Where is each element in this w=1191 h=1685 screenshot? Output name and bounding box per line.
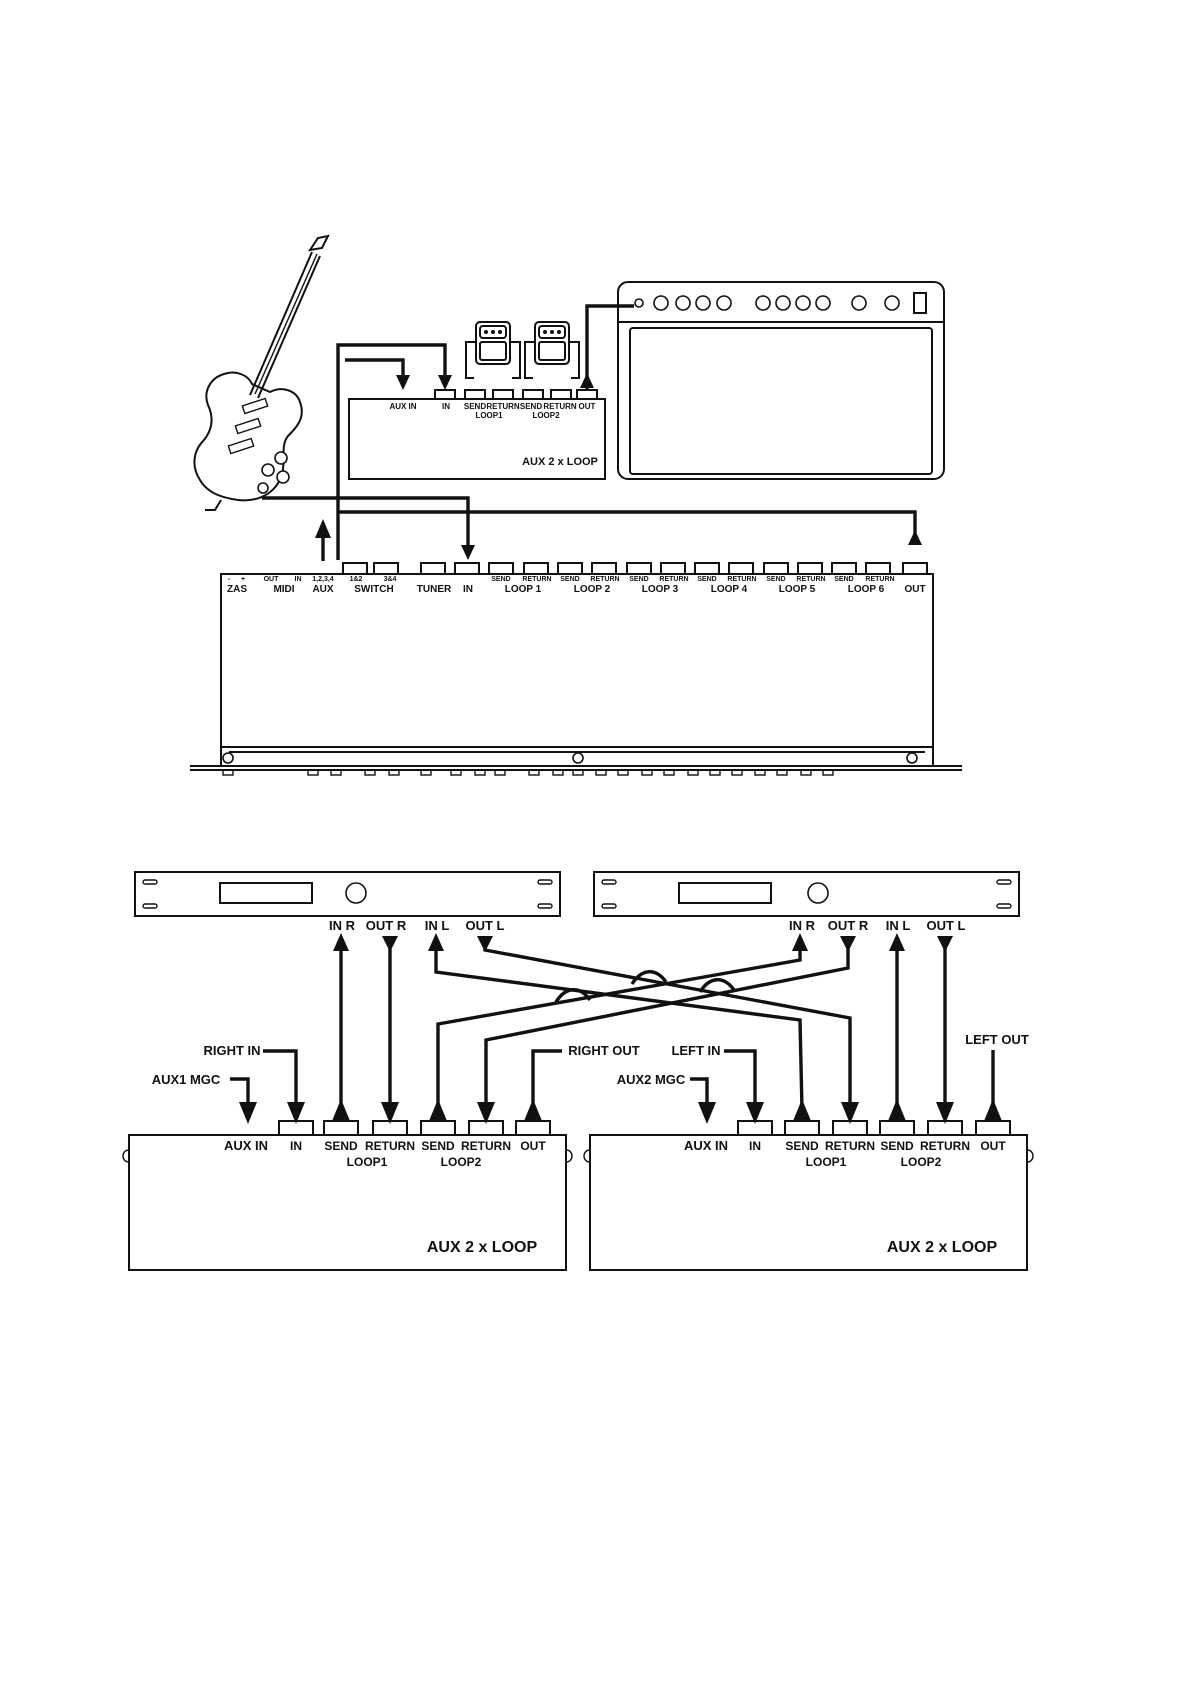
aux-unit-name: AUX 2 x LOOP	[522, 456, 598, 468]
rack-small-label: SEND	[697, 576, 716, 583]
aux-unit-top: AUX IN IN SEND RETURN SEND RETURN OUT LO…	[348, 389, 606, 480]
aux-right-send-1: SEND	[785, 1139, 819, 1153]
callout-aux2-mgc: AUX2 MGC	[617, 1072, 686, 1087]
aux-right-loop2: LOOP2	[901, 1155, 942, 1169]
rack-small-label: RETURN	[522, 576, 551, 583]
rack-small-label: 3&4	[384, 576, 397, 583]
jack-label-return-2: RETURN	[543, 402, 577, 411]
rack-label-loop-1: LOOP 1	[505, 584, 542, 595]
aux-left-send-1: SEND	[324, 1139, 358, 1153]
effect-right-out-l: OUT L	[927, 918, 966, 933]
aux-right-send-2: SEND	[880, 1139, 914, 1153]
rack-small-label: SEND	[491, 576, 510, 583]
rack-label-loop-2: LOOP 2	[574, 584, 611, 595]
effect-left-in-r: IN R	[329, 918, 356, 933]
rack-unit: - + OUT IN 1,2,3,4 1&2 3&4 SEND RETURN S…	[190, 562, 962, 776]
jack-label-send-1: SEND	[464, 402, 486, 411]
rack-small-label: RETURN	[590, 576, 619, 583]
rack-label-switch: SWITCH	[354, 584, 393, 595]
aux-right-name: AUX 2 x LOOP	[887, 1239, 998, 1256]
aux-right-return-2: RETURN	[920, 1139, 970, 1153]
top-wiring	[262, 304, 922, 561]
bottom-wiring	[230, 933, 1002, 1124]
effect-right-out-r: OUT R	[828, 918, 869, 933]
aux-right-loop1: LOOP1	[806, 1155, 847, 1169]
aux-left-in: IN	[290, 1139, 302, 1153]
callout-right-in: RIGHT IN	[203, 1043, 260, 1058]
rack-label-out: OUT	[904, 584, 925, 595]
effect-right-in-r: IN R	[789, 918, 816, 933]
rack-label-zas: ZAS	[227, 584, 247, 595]
loop1-label: LOOP1	[475, 411, 503, 420]
effect-left-out-r: OUT R	[366, 918, 407, 933]
callout-left-out: LEFT OUT	[965, 1032, 1029, 1047]
aux-left-send-2: SEND	[421, 1139, 455, 1153]
aux-left-return-1: RETURN	[365, 1139, 415, 1153]
aux-left-out: OUT	[520, 1139, 546, 1153]
amplifier	[617, 281, 945, 480]
callout-aux1-mgc: AUX1 MGC	[152, 1072, 221, 1087]
rack-label-loop-5: LOOP 5	[779, 584, 816, 595]
jack-label-return-1: RETURN	[486, 402, 520, 411]
rack-small-label: -	[228, 576, 231, 583]
aux-unit-top-jacks	[434, 389, 598, 400]
pedal-loop1	[465, 321, 521, 379]
effect-left-out-l: OUT L	[466, 918, 505, 933]
jack-label-in: IN	[442, 402, 450, 411]
aux-right-in: IN	[749, 1139, 761, 1153]
rack-small-label: 1&2	[350, 576, 363, 583]
aux-unit-bottom-right: AUX IN IN SEND RETURN SEND RETURN OUT LO…	[583, 1120, 1034, 1271]
electric-guitar-illustration	[193, 234, 330, 511]
effect-unit-right	[593, 871, 1020, 917]
rack-label-loop-3: LOOP 3	[642, 584, 679, 595]
jack-label-aux-in: AUX IN	[389, 402, 416, 411]
aux-left-loop1: LOOP1	[347, 1155, 388, 1169]
rack-small-label: RETURN	[659, 576, 688, 583]
pedal-loop2	[524, 321, 580, 379]
callout-left-in: LEFT IN	[671, 1043, 720, 1058]
rack-small-label: RETURN	[796, 576, 825, 583]
rack-small-label: RETURN	[865, 576, 894, 583]
rack-small-label: SEND	[766, 576, 785, 583]
effect-right-in-l: IN L	[886, 918, 911, 933]
aux-left-aux-in: AUX IN	[224, 1138, 268, 1153]
callout-right-out: RIGHT OUT	[568, 1043, 640, 1058]
rack-small-label: OUT	[264, 576, 280, 583]
rack-small-label: SEND	[834, 576, 853, 583]
rack-label-loop-4: LOOP 4	[711, 584, 748, 595]
amp-input-jack-icon	[634, 298, 644, 308]
loop2-label: LOOP2	[532, 411, 560, 420]
effect-left-in-l: IN L	[425, 918, 450, 933]
aux-right-aux-in: AUX IN	[684, 1138, 728, 1153]
rack-small-label: +	[241, 576, 245, 583]
rack-label-midi: MIDI	[273, 584, 294, 595]
effect-unit-left	[134, 871, 561, 917]
rack-bottom-feet	[222, 769, 834, 776]
rack-label-in: IN	[463, 584, 473, 595]
rack-small-label: IN	[295, 576, 302, 583]
jack-label-out: OUT	[579, 402, 596, 411]
rack-label-loop-6: LOOP 6	[848, 584, 885, 595]
rack-top-jacks	[342, 562, 928, 575]
aux-unit-bottom-left: AUX IN IN SEND RETURN SEND RETURN OUT LO…	[122, 1120, 573, 1271]
rack-small-label: RETURN	[727, 576, 756, 583]
aux-right-return-1: RETURN	[825, 1139, 875, 1153]
aux-left-name: AUX 2 x LOOP	[427, 1239, 538, 1256]
rack-label-aux: AUX	[312, 584, 333, 595]
aux-right-out: OUT	[980, 1139, 1006, 1153]
aux-left-return-2: RETURN	[461, 1139, 511, 1153]
rack-small-label: SEND	[560, 576, 579, 583]
aux-left-loop2: LOOP2	[441, 1155, 482, 1169]
jack-label-send-2: SEND	[520, 402, 542, 411]
rack-small-label: 1,2,3,4	[312, 576, 334, 583]
rack-small-label: SEND	[629, 576, 648, 583]
rack-label-tuner: TUNER	[417, 584, 452, 595]
